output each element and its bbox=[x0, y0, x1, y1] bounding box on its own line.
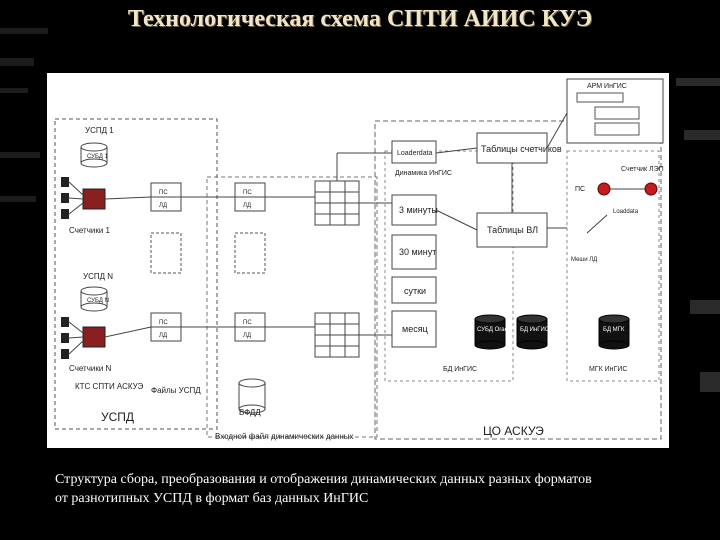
interval-3min bbox=[391, 194, 437, 226]
grid-table-top bbox=[314, 180, 360, 226]
decor-bar bbox=[0, 58, 34, 66]
subd1-cylinder bbox=[80, 142, 108, 168]
arm-item bbox=[576, 92, 624, 103]
subdN-cylinder bbox=[80, 286, 108, 312]
meter-1c bbox=[61, 209, 69, 219]
diagram-panel: УСПД 1 СУБД 1 Счетчики 1 УСПД N СУБД N С… bbox=[47, 73, 669, 448]
loader-label: Loaderdata bbox=[397, 150, 433, 157]
ps-label: ПС bbox=[159, 190, 168, 196]
page-title: Технологическая схема СПТИ АИИС КУЭ bbox=[127, 6, 593, 32]
co-askue-label: ЦО АСКУЭ bbox=[483, 424, 544, 438]
arm-item bbox=[594, 122, 640, 136]
meter-Nc bbox=[61, 349, 69, 359]
tables-meters-box bbox=[476, 132, 548, 164]
technology-diagram: УСПД 1 СУБД 1 Счетчики 1 УСПД N СУБД N С… bbox=[54, 78, 664, 441]
file-block-placeholder bbox=[150, 232, 182, 274]
bd-mgk-label: БД МГК bbox=[603, 327, 625, 333]
mesh-ld-label: Меши ЛД bbox=[571, 257, 597, 263]
input-file-label: Входной файл динамических данных bbox=[215, 432, 354, 441]
decor-bar bbox=[676, 78, 720, 86]
ld-label: ЛД bbox=[159, 203, 167, 209]
metersN-label: Счетчики N bbox=[69, 364, 112, 373]
decor-bar bbox=[684, 130, 720, 140]
month-label: месяц bbox=[402, 324, 428, 334]
subdN-label: СУБД N bbox=[87, 298, 109, 304]
decor-bar bbox=[0, 28, 48, 34]
decor-bar bbox=[0, 196, 36, 202]
ps-indicator bbox=[597, 182, 611, 196]
uspd1-label: УСПД 1 bbox=[85, 126, 114, 135]
loaddata-label: Loaddata bbox=[613, 209, 639, 215]
interval-day bbox=[391, 276, 437, 304]
min30-label: 30 минут bbox=[399, 247, 436, 257]
co-askue-frame bbox=[374, 120, 662, 440]
decor-bar bbox=[0, 88, 28, 93]
bd-ingis-cylinder bbox=[516, 314, 548, 350]
meters1-label: Счетчики 1 bbox=[69, 226, 111, 235]
ld-label: ЛД bbox=[243, 333, 251, 339]
dynamics-label: Динамика ИнГИС bbox=[395, 170, 452, 177]
tables-vl-label: Таблицы ВЛ bbox=[487, 225, 538, 235]
grid-table-bottom bbox=[314, 312, 360, 358]
ps-label: ПС bbox=[243, 320, 252, 326]
interval-30min bbox=[391, 234, 437, 270]
input-file-frame bbox=[206, 176, 378, 438]
file-block-placeholder bbox=[234, 232, 266, 274]
caption-line-1: Структура сбора, преобразования и отобра… bbox=[55, 472, 592, 487]
bd-ingis-zone-label: БД ИнГИС bbox=[443, 366, 477, 373]
meter-1a bbox=[61, 177, 69, 187]
interval-month bbox=[391, 310, 437, 348]
tables-meters-label: Таблицы счетчиков bbox=[481, 144, 562, 154]
meter-Nb bbox=[61, 333, 69, 343]
arm-item bbox=[594, 106, 640, 120]
uspd1-device bbox=[82, 188, 106, 210]
uspdN-label: УСПД N bbox=[83, 272, 113, 281]
caption: Структура сбора, преобразования и отобра… bbox=[55, 470, 695, 508]
bd-ingis-frame bbox=[384, 150, 514, 382]
decor-bar bbox=[0, 152, 40, 158]
ps-label: ПС bbox=[159, 320, 168, 326]
uspdN-device bbox=[82, 326, 106, 348]
bd-mgk-cylinder bbox=[598, 314, 630, 350]
caption-line-2: от разнотипных УСПД в формат баз данных … bbox=[55, 491, 369, 506]
ktc-label: КТС СПТИ АСКУЭ bbox=[75, 382, 144, 391]
mgk-ingis-label: МГК ИнГИС bbox=[589, 366, 627, 373]
meter-Na bbox=[61, 317, 69, 327]
arm-label: АРМ ИнГИС bbox=[587, 83, 627, 90]
ld-label: ЛД bbox=[159, 333, 167, 339]
loader-box bbox=[391, 140, 437, 164]
meter-lep-label: Счетчик ЛЭП bbox=[621, 166, 664, 173]
vfdd-label: ВФДД bbox=[239, 408, 261, 417]
decor-bar bbox=[690, 300, 720, 314]
subd1-label: СУБД 1 bbox=[87, 154, 109, 160]
vfdd-cylinder bbox=[238, 378, 266, 414]
subd-oracle-label: СУБД Oracle bbox=[477, 327, 513, 333]
mgk-ingis-frame bbox=[566, 150, 660, 382]
ld-label: ЛД bbox=[243, 203, 251, 209]
files-uspd-label: Файлы УСПД bbox=[151, 386, 201, 395]
min3-label: 3 минуты bbox=[399, 205, 438, 215]
subd-oracle-cylinder bbox=[474, 314, 506, 350]
decor-bar bbox=[700, 372, 720, 392]
ps-mgk-label: ПС bbox=[575, 186, 585, 193]
lep-indicator bbox=[644, 182, 658, 196]
day-label: сутки bbox=[404, 286, 426, 296]
uspd-zone-frame bbox=[54, 118, 218, 430]
bd-ingis-db-label: БД ИнГИС bbox=[520, 327, 550, 333]
meter-1b bbox=[61, 193, 69, 203]
uspd-zone-label: УСПД bbox=[101, 410, 134, 424]
ps-label: ПС bbox=[243, 190, 252, 196]
